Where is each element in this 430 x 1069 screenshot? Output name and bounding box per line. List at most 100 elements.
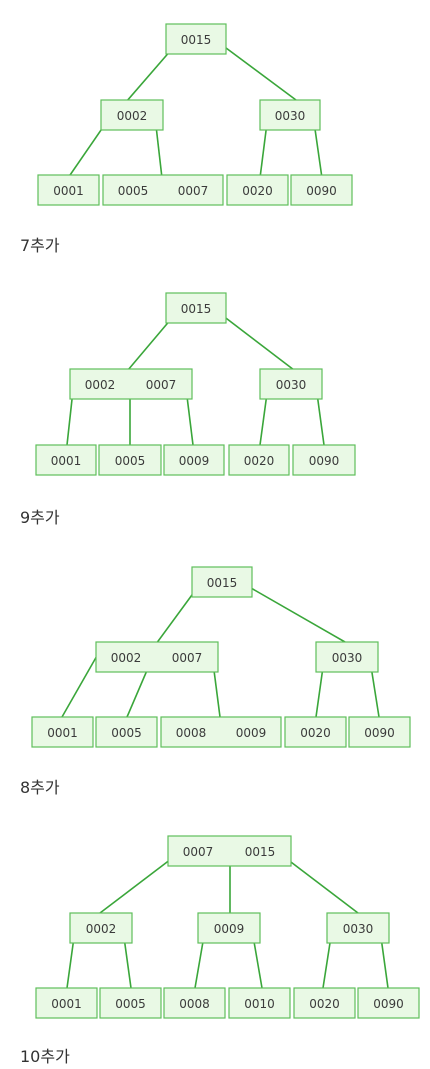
node-key: 0020 (300, 726, 331, 740)
node-box (228, 987, 291, 1019)
node-key: 0001 (47, 726, 78, 740)
node-box (69, 368, 193, 400)
tree-node: 0001 (31, 716, 94, 748)
node-box (69, 912, 133, 944)
tree-node: 0090 (357, 987, 420, 1019)
node-box (165, 23, 227, 55)
node-key: 0008 (176, 726, 207, 740)
node-key: 0020 (309, 997, 340, 1011)
node-box (100, 99, 164, 131)
node-box (167, 835, 292, 867)
node-key: 0020 (242, 184, 273, 198)
node-key: 0007 (146, 378, 177, 392)
node-key: 0009 (214, 922, 245, 936)
node-key: 0020 (244, 454, 275, 468)
tree-node: 0002 0007 (69, 368, 193, 400)
tree-node: 0015 (165, 292, 227, 324)
node-box (163, 444, 225, 476)
node-key: 0005 (115, 454, 146, 468)
node-box (284, 716, 347, 748)
node-box (228, 444, 290, 476)
node-key: 0005 (118, 184, 149, 198)
node-key: 0010 (244, 997, 275, 1011)
tree-node: 0005 0007 (102, 174, 224, 206)
tree-node: 0090 (292, 444, 356, 476)
node-box (160, 716, 282, 748)
node-key: 0009 (236, 726, 267, 740)
node-key: 0030 (275, 109, 306, 123)
node-box (197, 912, 261, 944)
node-box (102, 174, 224, 206)
tree-node: 0020 (226, 174, 289, 206)
edge-root-to-node-0030 (217, 311, 295, 371)
tree-node: 0001 (35, 444, 97, 476)
caption-8: 8추가 (20, 778, 60, 797)
edge-root-to-node-0030 (243, 583, 346, 643)
node-box (326, 912, 390, 944)
tree-node: 0020 (293, 987, 356, 1019)
node-key: 0030 (332, 651, 363, 665)
node-box (35, 987, 98, 1019)
tree-node: 0020 (228, 444, 290, 476)
btree-diagram-1: 0015 0002 0030 0001 0005 0007 0020 0090 (0, 0, 430, 230)
node-box (259, 368, 323, 400)
tree-node: 0090 (348, 716, 411, 748)
tree-node: 0020 (284, 716, 347, 748)
node-box (165, 292, 227, 324)
node-key: 0001 (53, 184, 84, 198)
edge-root-to-node-0030 (217, 41, 297, 101)
node-box (95, 716, 158, 748)
node-key: 0015 (181, 33, 212, 47)
tree-node: 0030 (326, 912, 390, 944)
node-key: 0030 (276, 378, 307, 392)
tree-node: 0009 (163, 444, 225, 476)
node-box (98, 444, 162, 476)
tree-node: 0010 (228, 987, 291, 1019)
edge-root-to-node-0030 (282, 855, 359, 914)
node-box (163, 987, 226, 1019)
node-key: 0007 (178, 184, 209, 198)
node-key: 0001 (51, 997, 82, 1011)
edge-root-to-node-0002 (99, 855, 176, 914)
btree-svg-1: 0015 0002 0030 0001 0005 0007 0020 0090 (37, 23, 353, 206)
caption-10: 10추가 (20, 1047, 70, 1066)
tree-node: 0005 (99, 987, 162, 1019)
node-key: 0002 (117, 109, 148, 123)
node-box (37, 174, 100, 206)
node-key: 0002 (85, 378, 116, 392)
btree-svg-2: 0015 0002 0007 0030 0001 0005 0009 0020 0… (35, 292, 356, 476)
node-key: 0008 (179, 997, 210, 1011)
tree-node: 0008 (163, 987, 226, 1019)
tree-node: 0030 (259, 368, 323, 400)
node-key: 0030 (343, 922, 374, 936)
tree-node: 0005 (95, 716, 158, 748)
tree-node: 0001 (37, 174, 100, 206)
tree-node: 0002 (69, 912, 133, 944)
node-box (357, 987, 420, 1019)
tree-node: 0015 (191, 566, 253, 598)
tree-node: 0002 (100, 99, 164, 131)
node-key: 0090 (306, 184, 337, 198)
node-box (99, 987, 162, 1019)
tree-node: 0009 (197, 912, 261, 944)
edge-node-0002-0007-to-leaf-0001 (61, 646, 103, 718)
tree-node: 0015 (165, 23, 227, 55)
node-key: 0002 (111, 651, 142, 665)
node-box (290, 174, 353, 206)
node-box (292, 444, 356, 476)
node-box (226, 174, 289, 206)
node-key: 0015 (181, 302, 212, 316)
node-box (95, 641, 219, 673)
node-key: 0009 (179, 454, 210, 468)
node-box (35, 444, 97, 476)
node-key: 0090 (309, 454, 340, 468)
node-key: 0090 (373, 997, 404, 1011)
tree-node: 0001 (35, 987, 98, 1019)
node-key: 0005 (111, 726, 142, 740)
node-key: 0001 (51, 454, 82, 468)
